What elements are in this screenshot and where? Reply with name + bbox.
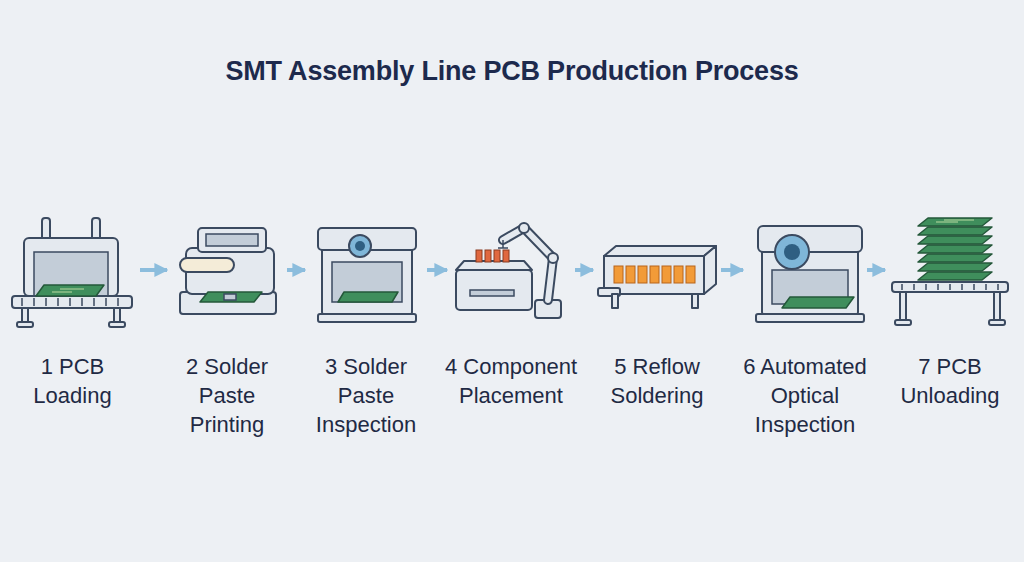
heater-window [674,266,683,283]
printer-icon [180,228,276,314]
foot [109,322,125,327]
step-label-group: 7 PCB Unloading [895,352,1005,410]
process-step: 3 Solder Paste Inspection [310,205,422,327]
component [503,250,509,262]
pcb-trace [936,220,974,222]
flow-arrow [867,268,885,272]
camera-lens [775,235,809,269]
flow-arrow [427,268,447,272]
robot-joint [548,253,558,263]
flow-arrow [575,268,593,272]
machine-hood [198,228,266,252]
pcb-board [338,292,398,302]
foot [895,320,911,325]
pcb-board [918,236,992,244]
heater-window [614,266,623,283]
machine-window [206,234,258,246]
squeegee-roller [180,258,234,272]
pcb-board [36,285,104,296]
oven-top [604,246,716,256]
machine-base [756,314,864,322]
component [485,250,491,262]
reflow-oven-icon [598,246,716,308]
conveyor-rollers [902,284,998,290]
foot [17,322,33,327]
pcb-trace [52,289,84,292]
leg [994,292,1000,322]
machine-base [318,314,416,322]
foot [989,320,1005,325]
step-label: 1 PCB Loading [23,352,123,410]
leg [900,292,906,322]
robot-arm [503,228,553,300]
process-step: 4 Component Placement [452,205,570,327]
step-label-group: 2 Solder Paste Printing [172,352,282,439]
machine-lip [758,226,862,252]
pcb-chip [224,294,236,300]
robot-arm-inner [503,228,553,300]
step-label: 7 PCB Unloading [895,352,1005,410]
heater-window [662,266,671,283]
process-step: 7 PCB Unloading [890,205,1010,327]
machine-frame [24,238,118,296]
machine-slot [470,290,514,296]
flow-arrow [721,268,743,272]
step-label: 4 Component Placement [436,352,586,410]
leg [612,294,618,308]
conveyor-rollers [22,298,118,306]
process-step: 1 PCB Loading [10,205,135,327]
placement-icon [456,223,561,318]
spi-icon [318,228,416,322]
component [476,250,482,262]
camera-lens-center [355,241,365,251]
conveyor [892,282,1008,292]
step-label-group: 3 Solder Paste Inspection [311,352,421,439]
diagram-title: SMT Assembly Line PCB Production Process [0,56,1024,87]
machine-opening [34,252,108,296]
robot-joint [519,223,529,233]
process-step: 5 Reflow Soldering [598,205,716,327]
pcb-board [918,245,992,253]
pcb-board [918,263,992,271]
loader-icon [12,218,132,327]
pcb-board [918,272,992,280]
conveyor [12,296,132,308]
step-label: 3 Solder Paste Inspection [311,352,421,439]
flow-arrow [140,268,167,272]
machine-body [456,270,532,310]
pcb-board [918,227,992,235]
component [494,250,500,262]
heater-window [650,266,659,283]
step-label-group: 5 Reflow Soldering [602,352,712,410]
step-label-group: 6 Automated Optical Inspection [738,352,873,439]
pcb-board [200,292,262,302]
machine-window [332,262,402,302]
heater-window [638,266,647,283]
aoi-icon [756,226,864,322]
step-label: 2 Solder Paste Printing [172,352,282,439]
camera-lens [349,235,371,257]
heater-window [686,266,695,283]
process-step: 6 Automated Optical Inspection [748,205,862,327]
step-label: 5 Reflow Soldering [602,352,712,410]
unloader-icon [892,218,1008,325]
pcb-board [782,297,854,308]
camera-lens-center [784,244,800,260]
pcb-board [918,218,992,226]
leg [692,294,698,308]
flow-arrow [287,268,305,272]
robot-gripper [498,240,508,248]
machine-base [180,292,276,314]
process-step: 2 Solder Paste Printing [172,205,282,327]
heater-window [626,266,635,283]
step-label-group: 4 Component Placement [436,352,586,410]
step-label-group: 1 PCB Loading [23,352,123,410]
step-label: 6 Automated Optical Inspection [738,352,873,439]
oven-side [704,246,716,294]
pcb-board [918,254,992,262]
